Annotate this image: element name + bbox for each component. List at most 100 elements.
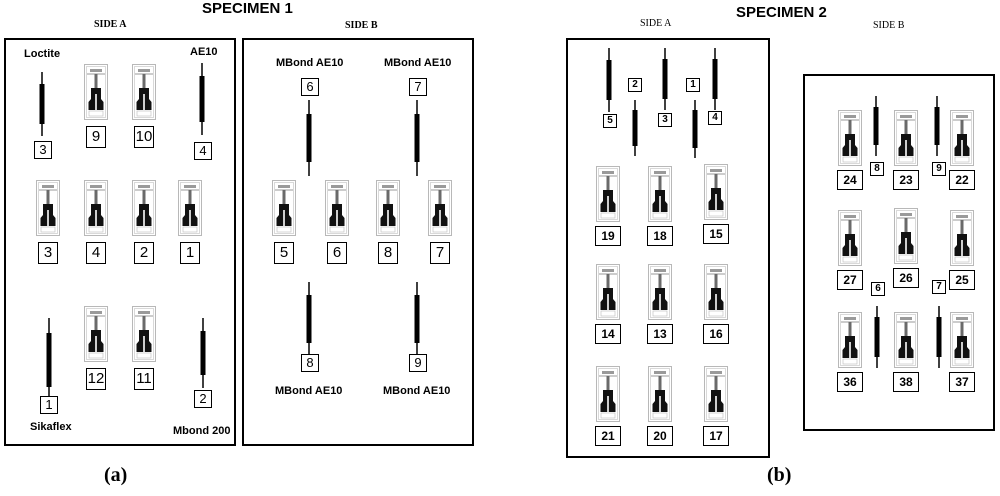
label-mbond-ae10-bottom-right: MBond AE10 — [383, 385, 451, 397]
gauge-label: 8 — [378, 242, 398, 264]
gauge-label: 3 — [38, 242, 58, 264]
sensor-bar-icon — [710, 48, 720, 110]
bar-label: 4 — [194, 142, 212, 160]
label-loctite: Loctite — [24, 48, 61, 60]
bar-label: 3 — [658, 113, 672, 127]
gauge-label: 24 — [837, 170, 863, 190]
sensor-bar-icon — [690, 100, 700, 158]
strain-gauge-icon — [178, 180, 202, 236]
gauge-label: 36 — [837, 372, 863, 392]
caption-a: (a) — [104, 464, 128, 486]
specimen1-title: SPECIMEN 1 — [202, 0, 293, 17]
bar-label: 8 — [301, 354, 319, 372]
bar-label: 1 — [40, 396, 58, 414]
strain-gauge-icon — [950, 312, 974, 368]
sensor-bar-icon — [660, 48, 670, 110]
bar-label: 1 — [686, 78, 700, 92]
sensor-bar-icon — [872, 306, 882, 368]
sensor-bar-icon — [932, 96, 942, 156]
gauge-label: 16 — [703, 324, 729, 344]
sensor-bar-icon — [197, 63, 207, 135]
gauge-label: 26 — [893, 268, 919, 288]
label-mbond200: Mbond 200 — [173, 425, 231, 437]
label-ae10: AE10 — [190, 46, 218, 58]
gauge-label: 19 — [595, 226, 621, 246]
gauge-label: 21 — [595, 426, 621, 446]
gauge-label: 22 — [949, 170, 975, 190]
gauge-label: 13 — [647, 324, 673, 344]
strain-gauge-icon — [272, 180, 296, 236]
strain-gauge-icon — [648, 366, 672, 422]
sensor-bar-icon — [412, 100, 422, 176]
sensor-bar-icon — [304, 282, 314, 356]
strain-gauge-icon — [838, 210, 862, 266]
sensor-bar-icon — [198, 318, 208, 388]
specimen2-side-b-title: SIDE B — [873, 20, 905, 31]
bar-label: 6 — [871, 282, 885, 296]
gauge-label: 18 — [647, 226, 673, 246]
gauge-label: 1 — [180, 242, 200, 264]
gauge-label: 14 — [595, 324, 621, 344]
strain-gauge-icon — [596, 166, 620, 222]
bar-label: 2 — [194, 390, 212, 408]
gauge-label: 9 — [86, 126, 106, 148]
gauge-label: 12 — [86, 368, 106, 390]
specimen1-side-a-title: SIDE A — [94, 19, 127, 30]
gauge-label: 27 — [837, 270, 863, 290]
gauge-label: 38 — [893, 372, 919, 392]
strain-gauge-icon — [36, 180, 60, 236]
gauge-label: 25 — [949, 270, 975, 290]
gauge-label: 17 — [703, 426, 729, 446]
strain-gauge-icon — [704, 164, 728, 220]
bar-label: 6 — [301, 78, 319, 96]
bar-label: 5 — [603, 114, 617, 128]
strain-gauge-icon — [325, 180, 349, 236]
strain-gauge-icon — [84, 180, 108, 236]
gauge-label: 10 — [134, 126, 154, 148]
specimen1-side-b-title: SIDE B — [345, 20, 378, 31]
bar-label: 8 — [870, 162, 884, 176]
sensor-bar-icon — [44, 318, 54, 402]
gauge-label: 7 — [430, 242, 450, 264]
bar-label: 9 — [409, 354, 427, 372]
gauge-label: 5 — [274, 242, 294, 264]
caption-b: (b) — [767, 464, 792, 486]
strain-gauge-icon — [950, 210, 974, 266]
specimen2-title: SPECIMEN 2 — [736, 4, 827, 21]
bar-label: 9 — [932, 162, 946, 176]
sensor-bar-icon — [304, 100, 314, 176]
strain-gauge-icon — [132, 64, 156, 120]
strain-gauge-icon — [84, 64, 108, 120]
strain-gauge-icon — [894, 312, 918, 368]
gauge-label: 37 — [949, 372, 975, 392]
label-sikaflex: Sikaflex — [30, 421, 72, 433]
strain-gauge-icon — [376, 180, 400, 236]
label-mbond-ae10-top-left: MBond AE10 — [276, 57, 344, 69]
gauge-label: 11 — [134, 368, 154, 390]
strain-gauge-icon — [894, 208, 918, 264]
gauge-label: 2 — [134, 242, 154, 264]
sensor-bar-icon — [630, 100, 640, 156]
bar-label: 7 — [932, 280, 946, 294]
bar-label: 4 — [708, 111, 722, 125]
strain-gauge-icon — [648, 264, 672, 320]
gauge-label: 6 — [327, 242, 347, 264]
bar-label: 3 — [34, 141, 52, 159]
bar-label: 2 — [628, 78, 642, 92]
sensor-bar-icon — [37, 72, 47, 136]
strain-gauge-icon — [838, 110, 862, 166]
sensor-bar-icon — [871, 96, 881, 156]
strain-gauge-icon — [838, 312, 862, 368]
strain-gauge-icon — [704, 264, 728, 320]
strain-gauge-icon — [596, 366, 620, 422]
strain-gauge-icon — [428, 180, 452, 236]
strain-gauge-icon — [596, 264, 620, 320]
sensor-bar-icon — [604, 48, 614, 112]
label-mbond-ae10-bottom-left: MBond AE10 — [275, 385, 343, 397]
strain-gauge-icon — [132, 306, 156, 362]
gauge-label: 4 — [86, 242, 106, 264]
gauge-label: 20 — [647, 426, 673, 446]
gauge-label: 15 — [703, 224, 729, 244]
strain-gauge-icon — [704, 366, 728, 422]
